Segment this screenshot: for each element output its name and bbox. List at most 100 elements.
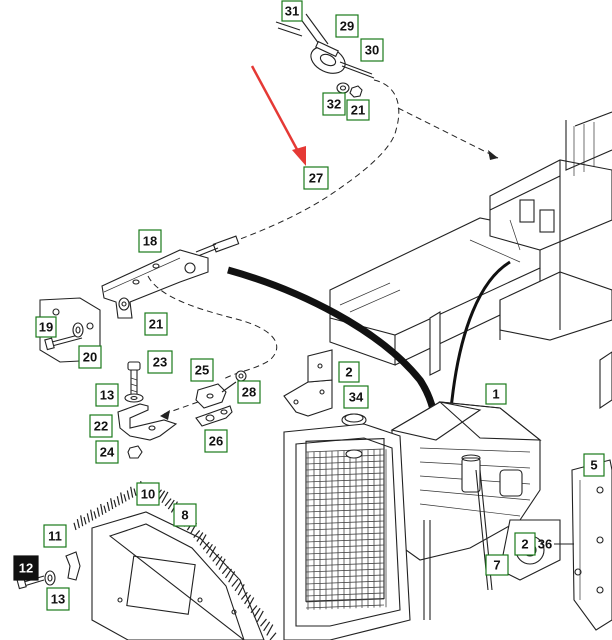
radiator-grid-line [305, 508, 385, 513]
nut-21-bracket [118, 297, 130, 311]
brush-bristle [234, 581, 242, 592]
callout-24[interactable]: 24 [95, 440, 119, 464]
arrow-head-chassis [488, 150, 498, 160]
brush-bristle [256, 610, 264, 623]
callout-21a-label: 21 [351, 103, 365, 118]
radiator-grid-line [305, 460, 385, 465]
brush-bristle [110, 498, 114, 510]
brush-bristle [100, 503, 104, 515]
callout-28-label: 28 [242, 385, 256, 400]
radiator-grid-line [305, 556, 385, 561]
brush-bristle [133, 488, 137, 496]
callout-36[interactable]: 36 [538, 537, 552, 552]
brush-bristle [193, 530, 201, 539]
radiator-grid [305, 448, 387, 610]
callout-32-label: 32 [327, 97, 341, 112]
callout-21a[interactable]: 21 [346, 99, 370, 121]
brush-bristle [260, 618, 267, 627]
callout-7[interactable]: 7 [485, 554, 509, 576]
brush-bristle [247, 597, 255, 609]
callout-26-label: 26 [209, 434, 223, 449]
brush-bristle [263, 621, 271, 632]
brush-bristle [164, 498, 172, 507]
washer-20 [72, 322, 84, 338]
brush-bristle [253, 607, 261, 618]
callout-24-label: 24 [100, 445, 115, 460]
brush-bristle [96, 507, 100, 517]
callout-22[interactable]: 22 [89, 414, 113, 438]
callout-26[interactable]: 26 [204, 429, 228, 453]
brush-bristle [237, 584, 245, 596]
callout-27[interactable]: 27 [303, 166, 329, 190]
callout-20[interactable]: 20 [78, 345, 102, 369]
radiator-grid-line [305, 604, 385, 609]
callout-1[interactable]: 1 [485, 383, 507, 405]
brush-bristle [86, 513, 90, 523]
radiator-grid-line [305, 484, 385, 489]
callout-25-label: 25 [195, 363, 209, 378]
brush-bristle [93, 511, 97, 519]
callout-19-label: 19 [39, 320, 53, 335]
radiator-grid-line [305, 472, 385, 477]
bolt-23 [127, 361, 141, 398]
clip-26 [195, 405, 233, 427]
callout-11[interactable]: 11 [43, 524, 67, 548]
callout-23[interactable]: 23 [147, 350, 173, 374]
radiator-grid-line [305, 580, 385, 585]
radiator-grid-line [305, 448, 385, 453]
brush-bristle [224, 568, 232, 579]
callout-10[interactable]: 10 [136, 482, 160, 506]
callout-20-label: 20 [83, 350, 97, 365]
radiator-grid-line [305, 490, 385, 495]
callout-25[interactable]: 25 [190, 358, 214, 382]
callout-27-label: 27 [309, 171, 323, 186]
callout-13a[interactable]: 13 [95, 383, 119, 407]
callout-13b[interactable]: 13 [46, 587, 70, 611]
callout-13a-label: 13 [100, 388, 114, 403]
cable-end-fitting [195, 235, 240, 257]
engine-block [390, 401, 561, 620]
radiator-grid-line [305, 586, 385, 591]
callout-8[interactable]: 8 [173, 503, 197, 527]
brush-bristle [231, 578, 239, 587]
callout-19[interactable]: 19 [35, 316, 57, 338]
callout-5[interactable]: 5 [583, 453, 605, 477]
callout-34[interactable]: 34 [343, 385, 369, 409]
brush-bristle [158, 490, 166, 501]
radiator-grid-line [305, 574, 385, 579]
brush-bristle [103, 505, 107, 514]
callout-30-label: 30 [365, 43, 379, 58]
brush-bristle [126, 490, 130, 500]
callout-28[interactable]: 28 [237, 380, 261, 404]
callout-34-label: 34 [349, 390, 364, 405]
radiator [283, 423, 411, 640]
callout-18[interactable]: 18 [138, 229, 162, 253]
callout-2b[interactable]: 2 [514, 532, 536, 556]
radiator-grid-line [305, 550, 385, 555]
brush-bristle [113, 499, 117, 508]
callout-8-label: 8 [181, 508, 188, 523]
callout-2a[interactable]: 2 [338, 361, 360, 383]
callout-36-label: 36 [538, 537, 552, 552]
callout-29-label: 29 [340, 19, 354, 34]
callout-29[interactable]: 29 [335, 14, 359, 38]
callout-32[interactable]: 32 [322, 92, 346, 116]
chassis-frame [329, 111, 612, 410]
callout-11-label: 11 [48, 529, 62, 544]
radiator-grid-line [305, 502, 385, 507]
bracket-22 [117, 403, 178, 441]
throttle-cable [231, 79, 400, 243]
callout-12[interactable]: 12 [13, 555, 39, 581]
brush-bristle [76, 518, 80, 529]
radiator-grid-line [305, 514, 385, 519]
callout-30[interactable]: 30 [360, 38, 384, 62]
brush-bristle [228, 571, 236, 583]
callout-22-label: 22 [94, 419, 108, 434]
brush-bristle [90, 509, 94, 521]
throttle-lever-assembly [275, 13, 375, 98]
callout-31[interactable]: 31 [281, 0, 303, 22]
callout-21b[interactable]: 21 [144, 312, 168, 336]
brush-bristle [73, 522, 77, 531]
bracket-18 [101, 249, 209, 319]
radiator-grid-line [305, 520, 385, 525]
